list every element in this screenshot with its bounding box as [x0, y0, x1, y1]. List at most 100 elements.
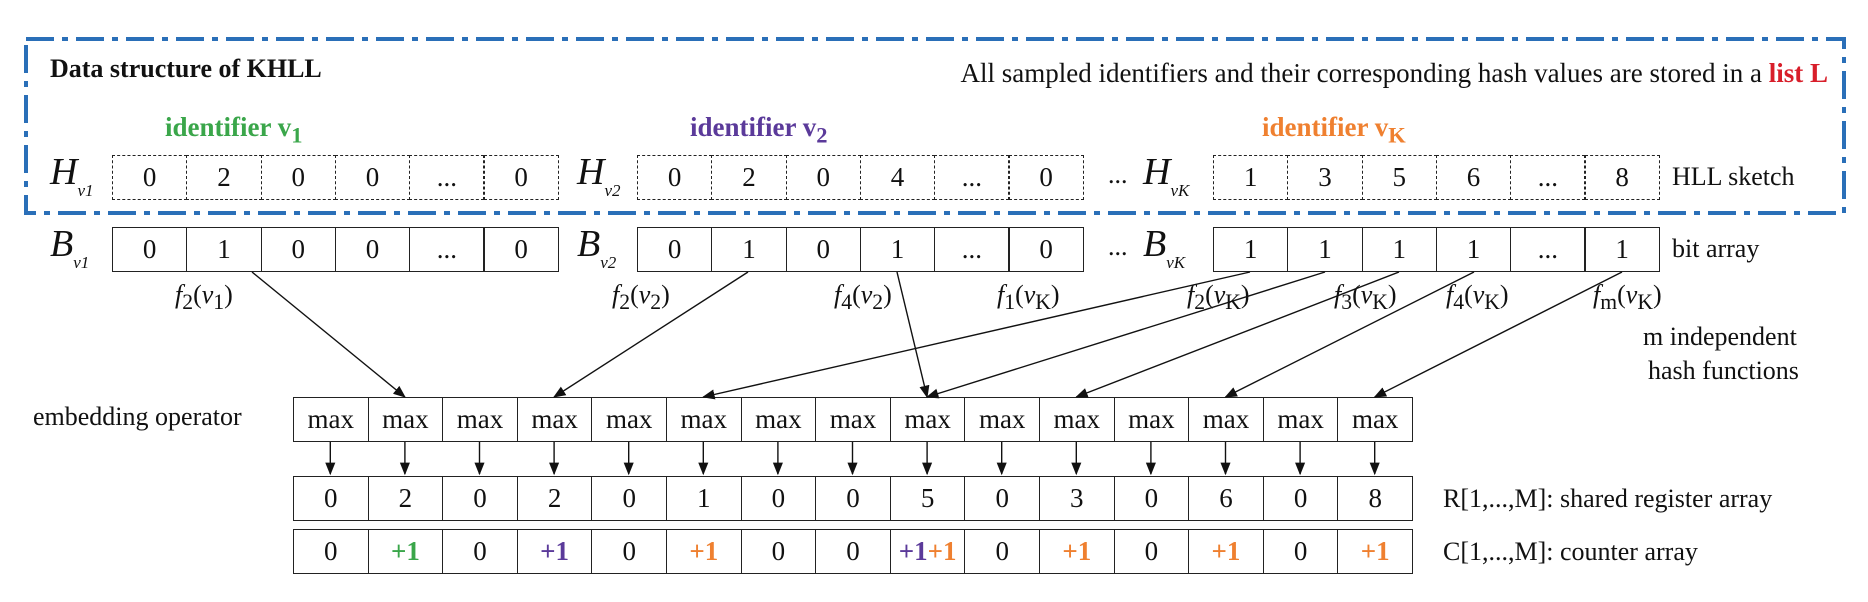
bit-array-vk-cell: ...	[1510, 227, 1586, 272]
max-operator-cell: max	[889, 397, 966, 442]
hll-sketch-vk-cell: ...	[1510, 155, 1586, 200]
register-cell: 8	[1337, 476, 1413, 521]
hash-arrow	[553, 271, 749, 398]
identifier-v1-label: identifier v1	[165, 112, 302, 148]
h-v1-symbol: Hv1	[50, 151, 94, 200]
max-operator-cell: max	[591, 397, 667, 442]
max-operator-cell: max	[1113, 397, 1190, 442]
max-operator-cell: max	[964, 397, 1040, 442]
max-operator-cell: max	[293, 397, 369, 442]
hash-function-label: fm(vK)	[1593, 280, 1662, 315]
register-cell: 0	[815, 476, 891, 521]
hll-sketch-v1-cell: 0	[260, 155, 336, 200]
register-array-label: R[1,...,M]: shared register array	[1443, 484, 1773, 513]
bit-array-vk-cell: 1	[1361, 227, 1437, 272]
counter-cell: +1+1	[889, 529, 966, 574]
identifier-v1-sub: 1	[291, 122, 303, 148]
hll-sketch-v2-cell: 0	[637, 155, 713, 200]
hll-sketch-v2-cell: 0	[785, 155, 861, 200]
bit-array-v1-cell: 0	[483, 227, 559, 272]
counter-array-label: C[1,...,M]: counter array	[1443, 537, 1698, 566]
list-l-highlight: list L	[1768, 58, 1828, 88]
sketch-ellipsis: ...	[1108, 160, 1128, 189]
khll-data-structure-frame	[24, 37, 1846, 215]
hll-sketch-v2-cell: 0	[1008, 155, 1084, 200]
hll-sketch-vk-cell: 8	[1584, 155, 1660, 200]
storage-note: All sampled identifiers and their corres…	[960, 58, 1828, 89]
bit-array-vk-cell: 1	[1584, 227, 1660, 272]
register-cell: 0	[740, 476, 817, 521]
identifier-vk-text: identifier v	[1262, 112, 1389, 142]
max-operator-cell: max	[1337, 397, 1413, 442]
max-operator-cell: max	[1262, 397, 1339, 442]
hll-sketch-v1-cell: 0	[112, 155, 188, 200]
bit-array-label: bit array	[1672, 234, 1760, 263]
register-cell: 0	[591, 476, 667, 521]
bit-array-v1-cell: ...	[409, 227, 485, 272]
hll-sketch-v1-cell: 0	[483, 155, 559, 200]
max-operator-cell: max	[1039, 397, 1115, 442]
bit-array-v1-cell: 0	[260, 227, 336, 272]
max-operator-cell: max	[815, 397, 891, 442]
counter-cell: 0	[591, 529, 667, 574]
counter-cell: 0	[964, 529, 1040, 574]
hll-sketch-vk-cell: 6	[1435, 155, 1512, 200]
register-cell: 0	[1262, 476, 1339, 521]
b-v2-symbol: Bv2	[577, 223, 617, 272]
counter-cell: 0	[1262, 529, 1339, 574]
bit-array-vk-cell: 1	[1287, 227, 1363, 272]
bit-array-v1-cell: 0	[334, 227, 411, 272]
counter-cell: 0	[740, 529, 817, 574]
hll-sketch-vk-cell: 1	[1213, 155, 1289, 200]
register-cell: 2	[516, 476, 593, 521]
bit-array-v2-cell: 1	[859, 227, 936, 272]
hll-sketch-vk-cell: 5	[1361, 155, 1437, 200]
counter-cell: +1	[516, 529, 593, 574]
bit-array-v2-cell: 0	[785, 227, 861, 272]
counter-cell: +1	[367, 529, 444, 574]
diagram-title: Data structure of KHLL	[50, 54, 322, 83]
bitarray-ellipsis: ...	[1108, 232, 1128, 261]
hash-function-label: f2(vK)	[1187, 280, 1250, 315]
hll-sketch-v2-cell: 2	[711, 155, 787, 200]
hash-arrow	[251, 271, 406, 398]
hash-arrow	[1224, 271, 1475, 398]
h-vk-symbol: HvK	[1143, 151, 1190, 200]
identifier-v1-text: identifier v	[165, 112, 292, 142]
bit-array-v1-cell: 0	[112, 227, 188, 272]
hash-function-label: f4(v2)	[834, 280, 892, 315]
bit-array-v2-cell: 1	[711, 227, 787, 272]
counter-cell: 0	[1113, 529, 1190, 574]
max-operator-cell: max	[442, 397, 518, 442]
bit-array-v1-cell: 1	[186, 227, 262, 272]
hll-sketch-vk-cell: 3	[1287, 155, 1363, 200]
max-operator-cell: max	[1188, 397, 1264, 442]
b-vk-symbol: BvK	[1143, 223, 1186, 272]
hash-arrow	[896, 271, 930, 399]
hll-sketch-v1-cell: 0	[334, 155, 411, 200]
hash-arrow	[1075, 271, 1400, 398]
identifier-v2-text: identifier v	[690, 112, 817, 142]
storage-note-text: All sampled identifiers and their corres…	[960, 58, 1769, 88]
register-cell: 0	[1113, 476, 1190, 521]
register-cell: 0	[442, 476, 518, 521]
hll-sketch-v1-cell: ...	[409, 155, 485, 200]
hash-note-line2: hash functions	[1648, 356, 1799, 385]
identifier-v2-label: identifier v2	[690, 112, 827, 148]
hll-sketch-label: HLL sketch	[1672, 162, 1795, 191]
b-v1-symbol: Bv1	[50, 223, 90, 272]
hash-function-label: f2(v1)	[175, 280, 233, 315]
hash-note-line1: m independent	[1643, 322, 1797, 351]
bit-array-vk-cell: 1	[1435, 227, 1512, 272]
embedding-operator-label: embedding operator	[33, 402, 242, 431]
bit-array-v2-cell: 0	[637, 227, 713, 272]
hash-arrow	[925, 271, 1326, 399]
register-cell: 6	[1188, 476, 1264, 521]
counter-cell: 0	[815, 529, 891, 574]
counter-cell: +1	[1039, 529, 1115, 574]
identifier-v2-sub: 2	[816, 122, 828, 148]
counter-increment-v2: +1	[898, 536, 928, 566]
bit-array-v2-cell: 0	[1008, 227, 1084, 272]
hash-function-label: f3(vK)	[1334, 280, 1397, 315]
